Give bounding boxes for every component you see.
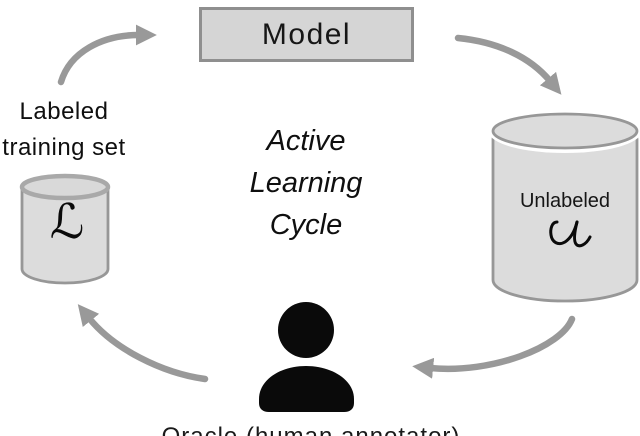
diagram-title-line2: Learning xyxy=(249,167,363,199)
unlabeled-database-icon xyxy=(489,111,640,303)
person-head xyxy=(278,302,334,358)
unlabeled-set-label: Unlabeled xyxy=(519,190,611,212)
labeled-set-label-line2: training set xyxy=(2,134,126,161)
labeled-set-label-line1: Labeled xyxy=(19,98,109,125)
script-u-symbol xyxy=(549,220,592,248)
cycle-arrows xyxy=(57,24,576,383)
person-body xyxy=(259,366,354,412)
arrow-unlabeled-to-oracle-icon xyxy=(412,315,576,379)
diagram-title-line1: Active xyxy=(266,125,346,157)
model-label: Model xyxy=(261,17,352,51)
unlabeled-cylinder-lid xyxy=(491,112,639,150)
arrow-model-to-unlabeled-icon xyxy=(454,34,562,95)
labeled-database-icon xyxy=(19,173,111,285)
diagram-title-line3: Cycle xyxy=(269,209,343,241)
labeled-set-label: Labeled training set xyxy=(0,94,144,166)
oracle-caption: Oracle (human annotator) xyxy=(141,423,481,436)
person-icon xyxy=(259,302,354,412)
model-box: Model xyxy=(199,7,414,62)
arrow-oracle-to-labeled-icon xyxy=(77,304,209,383)
labeled-cylinder-lid xyxy=(19,173,111,201)
arrow-labeled-to-model-icon xyxy=(57,24,157,86)
diagram-title: Active Learning Cycle xyxy=(213,120,399,246)
script-l-symbol: ℒ xyxy=(49,194,85,250)
